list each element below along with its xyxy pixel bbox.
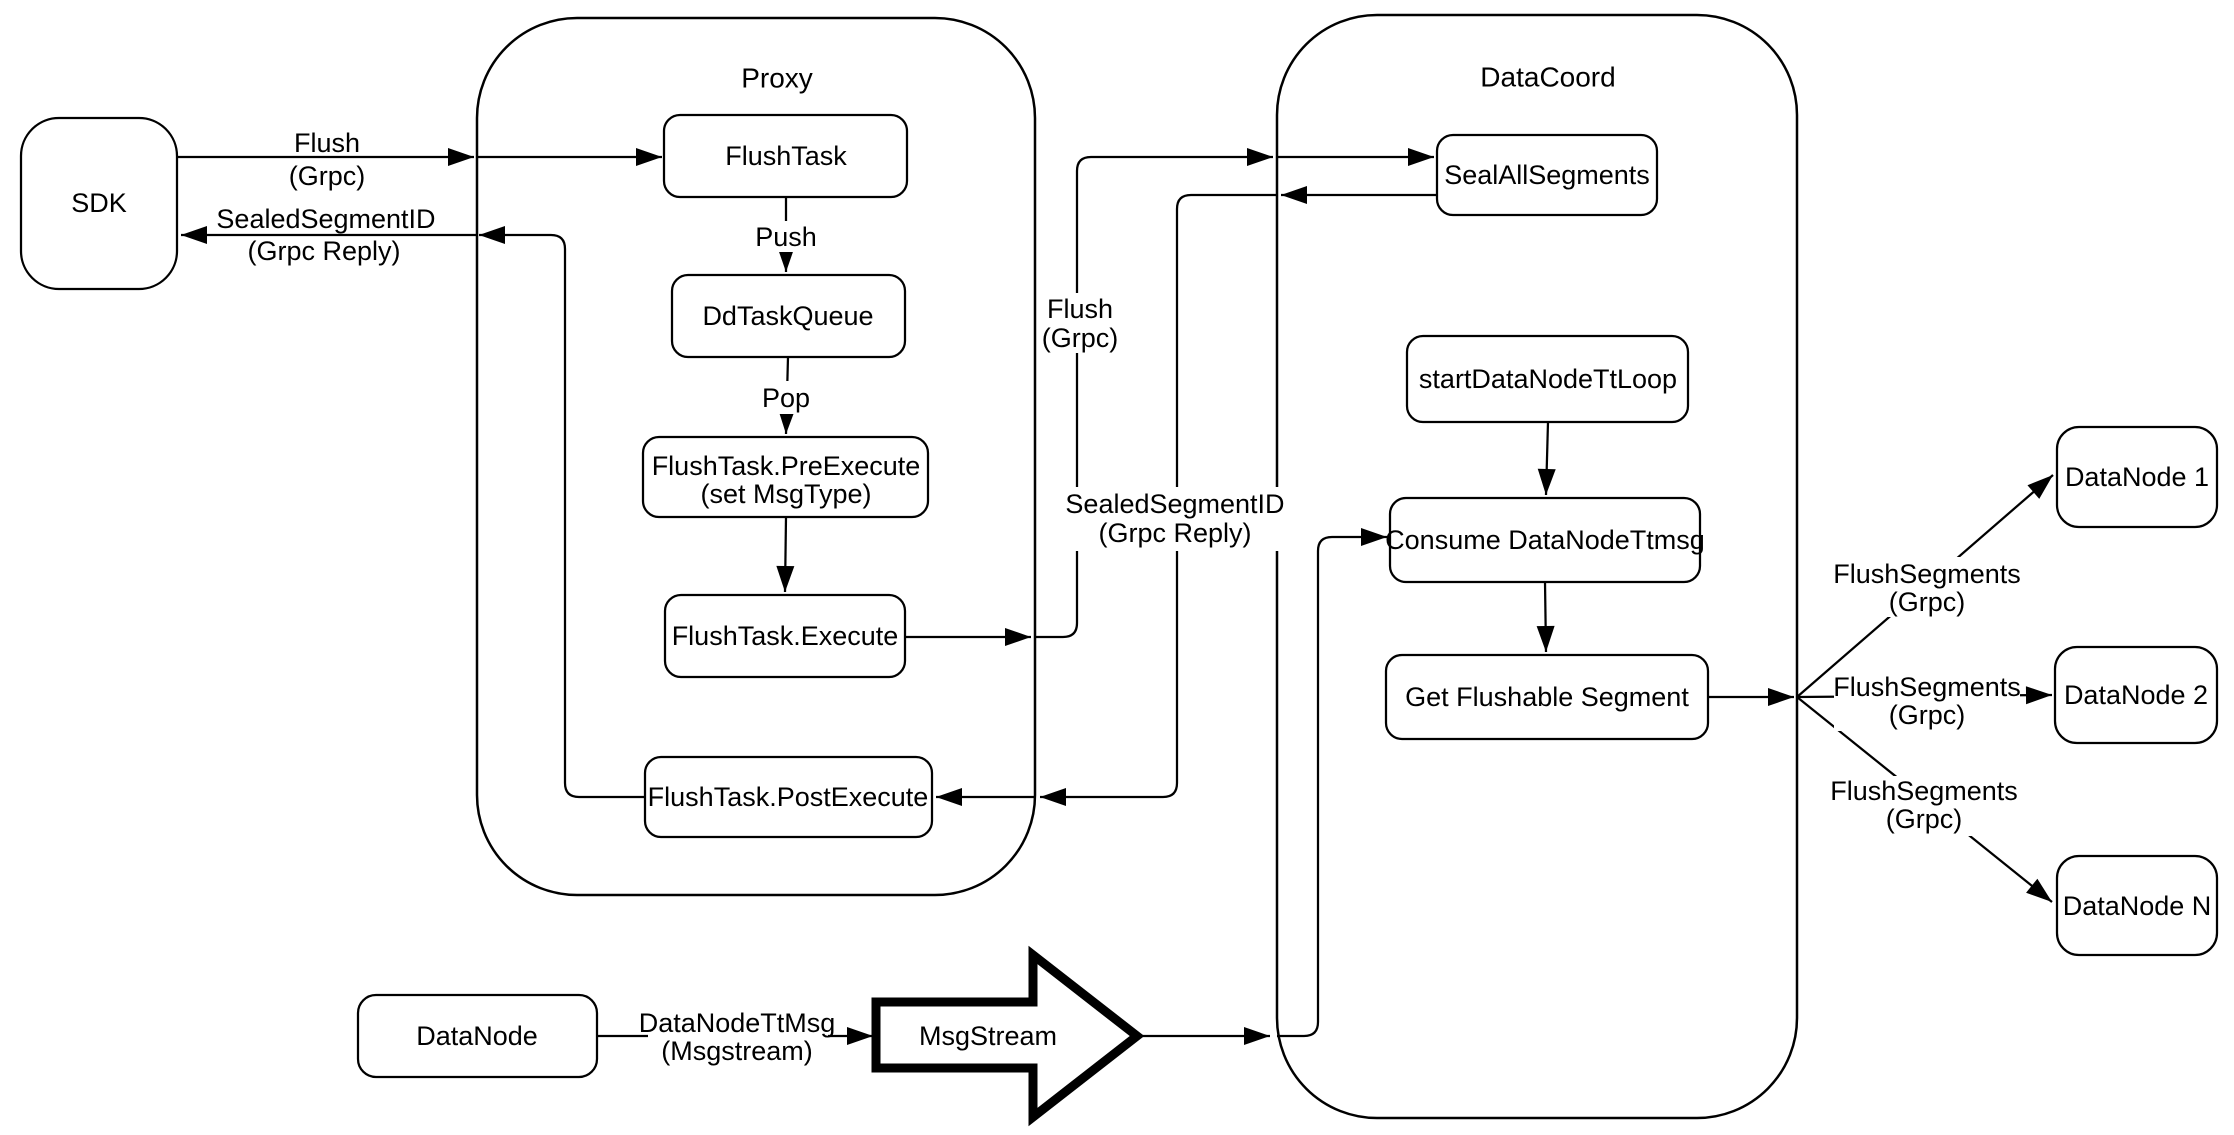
edge-label-mid-flush-line1: Flush [1047, 294, 1113, 324]
proxy-container-title: Proxy [741, 63, 813, 94]
edge-msgstream-to-consume [1277, 528, 1387, 1038]
edge-label-push: Push [755, 222, 817, 252]
flushsegments3-label-bg [1831, 776, 2017, 836]
edge-label-sdk-flush-line1: Flush [294, 128, 360, 158]
edge-postexecute-to-proxy-border [479, 226, 645, 799]
node-preexecute-label-line1: FlushTask.PreExecute [652, 451, 921, 481]
datanodettmsg-label-bg [648, 1006, 828, 1064]
node-sdk [19, 116, 179, 291]
node-flushtask [662, 113, 909, 199]
node-startdatanodettloop [1405, 334, 1690, 424]
msgstream-block-arrow [871, 945, 1145, 1127]
node-datanode1 [2055, 425, 2219, 529]
edge-label-mid-sealed-line1: SealedSegmentID [1065, 489, 1284, 519]
edge-label-sdk-sealed-line1: SealedSegmentID [216, 204, 435, 234]
edge-label-sdk-sealed-line2: (Grpc Reply) [247, 236, 400, 266]
node-startdatanodettloop-label: startDataNodeTtLoop [1419, 364, 1677, 394]
node-execute [663, 593, 907, 679]
node-getflushablesegment-label: Get Flushable Segment [1405, 682, 1689, 712]
node-sealallsegments [1435, 133, 1659, 217]
edge-label-flushsegments2-line1: FlushSegments [1833, 672, 2021, 702]
node-datanoden-label: DataNode N [2063, 891, 2212, 921]
node-consumedatanodettmsg-label: Consume DataNodeTtmsg [1385, 525, 1705, 555]
edge-label-sdk-flush-line2: (Grpc) [289, 161, 366, 191]
node-preexecute [641, 435, 930, 519]
edge-label-flushsegments3-line1: FlushSegments [1830, 776, 2018, 806]
pop-label-bg [757, 381, 816, 414]
node-postexecute-label: FlushTask.PostExecute [648, 782, 929, 812]
node-getflushablesegment [1384, 653, 1710, 741]
msgstream-label: MsgStream [919, 1021, 1057, 1051]
node-sdk-label: SDK [71, 188, 127, 218]
edge-label-mid-flush-line2: (Grpc) [1042, 323, 1119, 353]
edge-flush-to-datacoord-border [1035, 148, 1273, 639]
node-datanode-bottom-label: DataNode [416, 1021, 538, 1051]
edge-consume-to-getflushable [1536, 581, 1555, 653]
edge-label-flushsegments1-line1: FlushSegments [1833, 559, 2021, 589]
node-execute-label: FlushTask.Execute [672, 621, 899, 651]
node-datanode2-label: DataNode 2 [2064, 680, 2208, 710]
edge-label-flushsegments2-line2: (Grpc) [1889, 700, 1966, 730]
node-ddtaskqueue-label: DdTaskQueue [702, 301, 873, 331]
node-sealallsegments-label: SealAllSegments [1444, 160, 1650, 190]
push-label-bg [758, 221, 815, 252]
node-datanode1-label: DataNode 1 [2065, 462, 2209, 492]
datacoord-container-title: DataCoord [1480, 62, 1615, 93]
flushsegments1-label-bg [1834, 557, 2020, 617]
node-flushtask-label: FlushTask [725, 141, 847, 171]
node-consumedatanodettmsg [1388, 496, 1702, 584]
node-datanode-bottom [356, 993, 599, 1079]
edge-label-flushsegments3-line2: (Grpc) [1886, 804, 1963, 834]
edge-startloop-to-consume [1537, 421, 1556, 496]
edge-preexecute-to-execute [776, 516, 795, 593]
edge-label-mid-sealed-line2: (Grpc Reply) [1098, 518, 1251, 548]
node-datanode2 [2053, 645, 2219, 745]
edge-label-flushsegments1-line2: (Grpc) [1889, 587, 1966, 617]
edge-label-datanodettmsg-line2: (Msgstream) [661, 1036, 813, 1066]
mid-flush-label-bg [1037, 293, 1123, 353]
flushsegments2-label-bg [1834, 671, 2020, 731]
node-postexecute [643, 755, 934, 839]
node-preexecute-label-line2: (set MsgType) [700, 479, 871, 509]
edge-label-pop: Pop [762, 383, 810, 413]
node-datanoden [2055, 854, 2219, 957]
edge-label-datanodettmsg-line1: DataNodeTtMsg [639, 1008, 836, 1038]
node-ddtaskqueue [670, 273, 907, 359]
mid-sealed-label-bg [1064, 487, 1286, 551]
